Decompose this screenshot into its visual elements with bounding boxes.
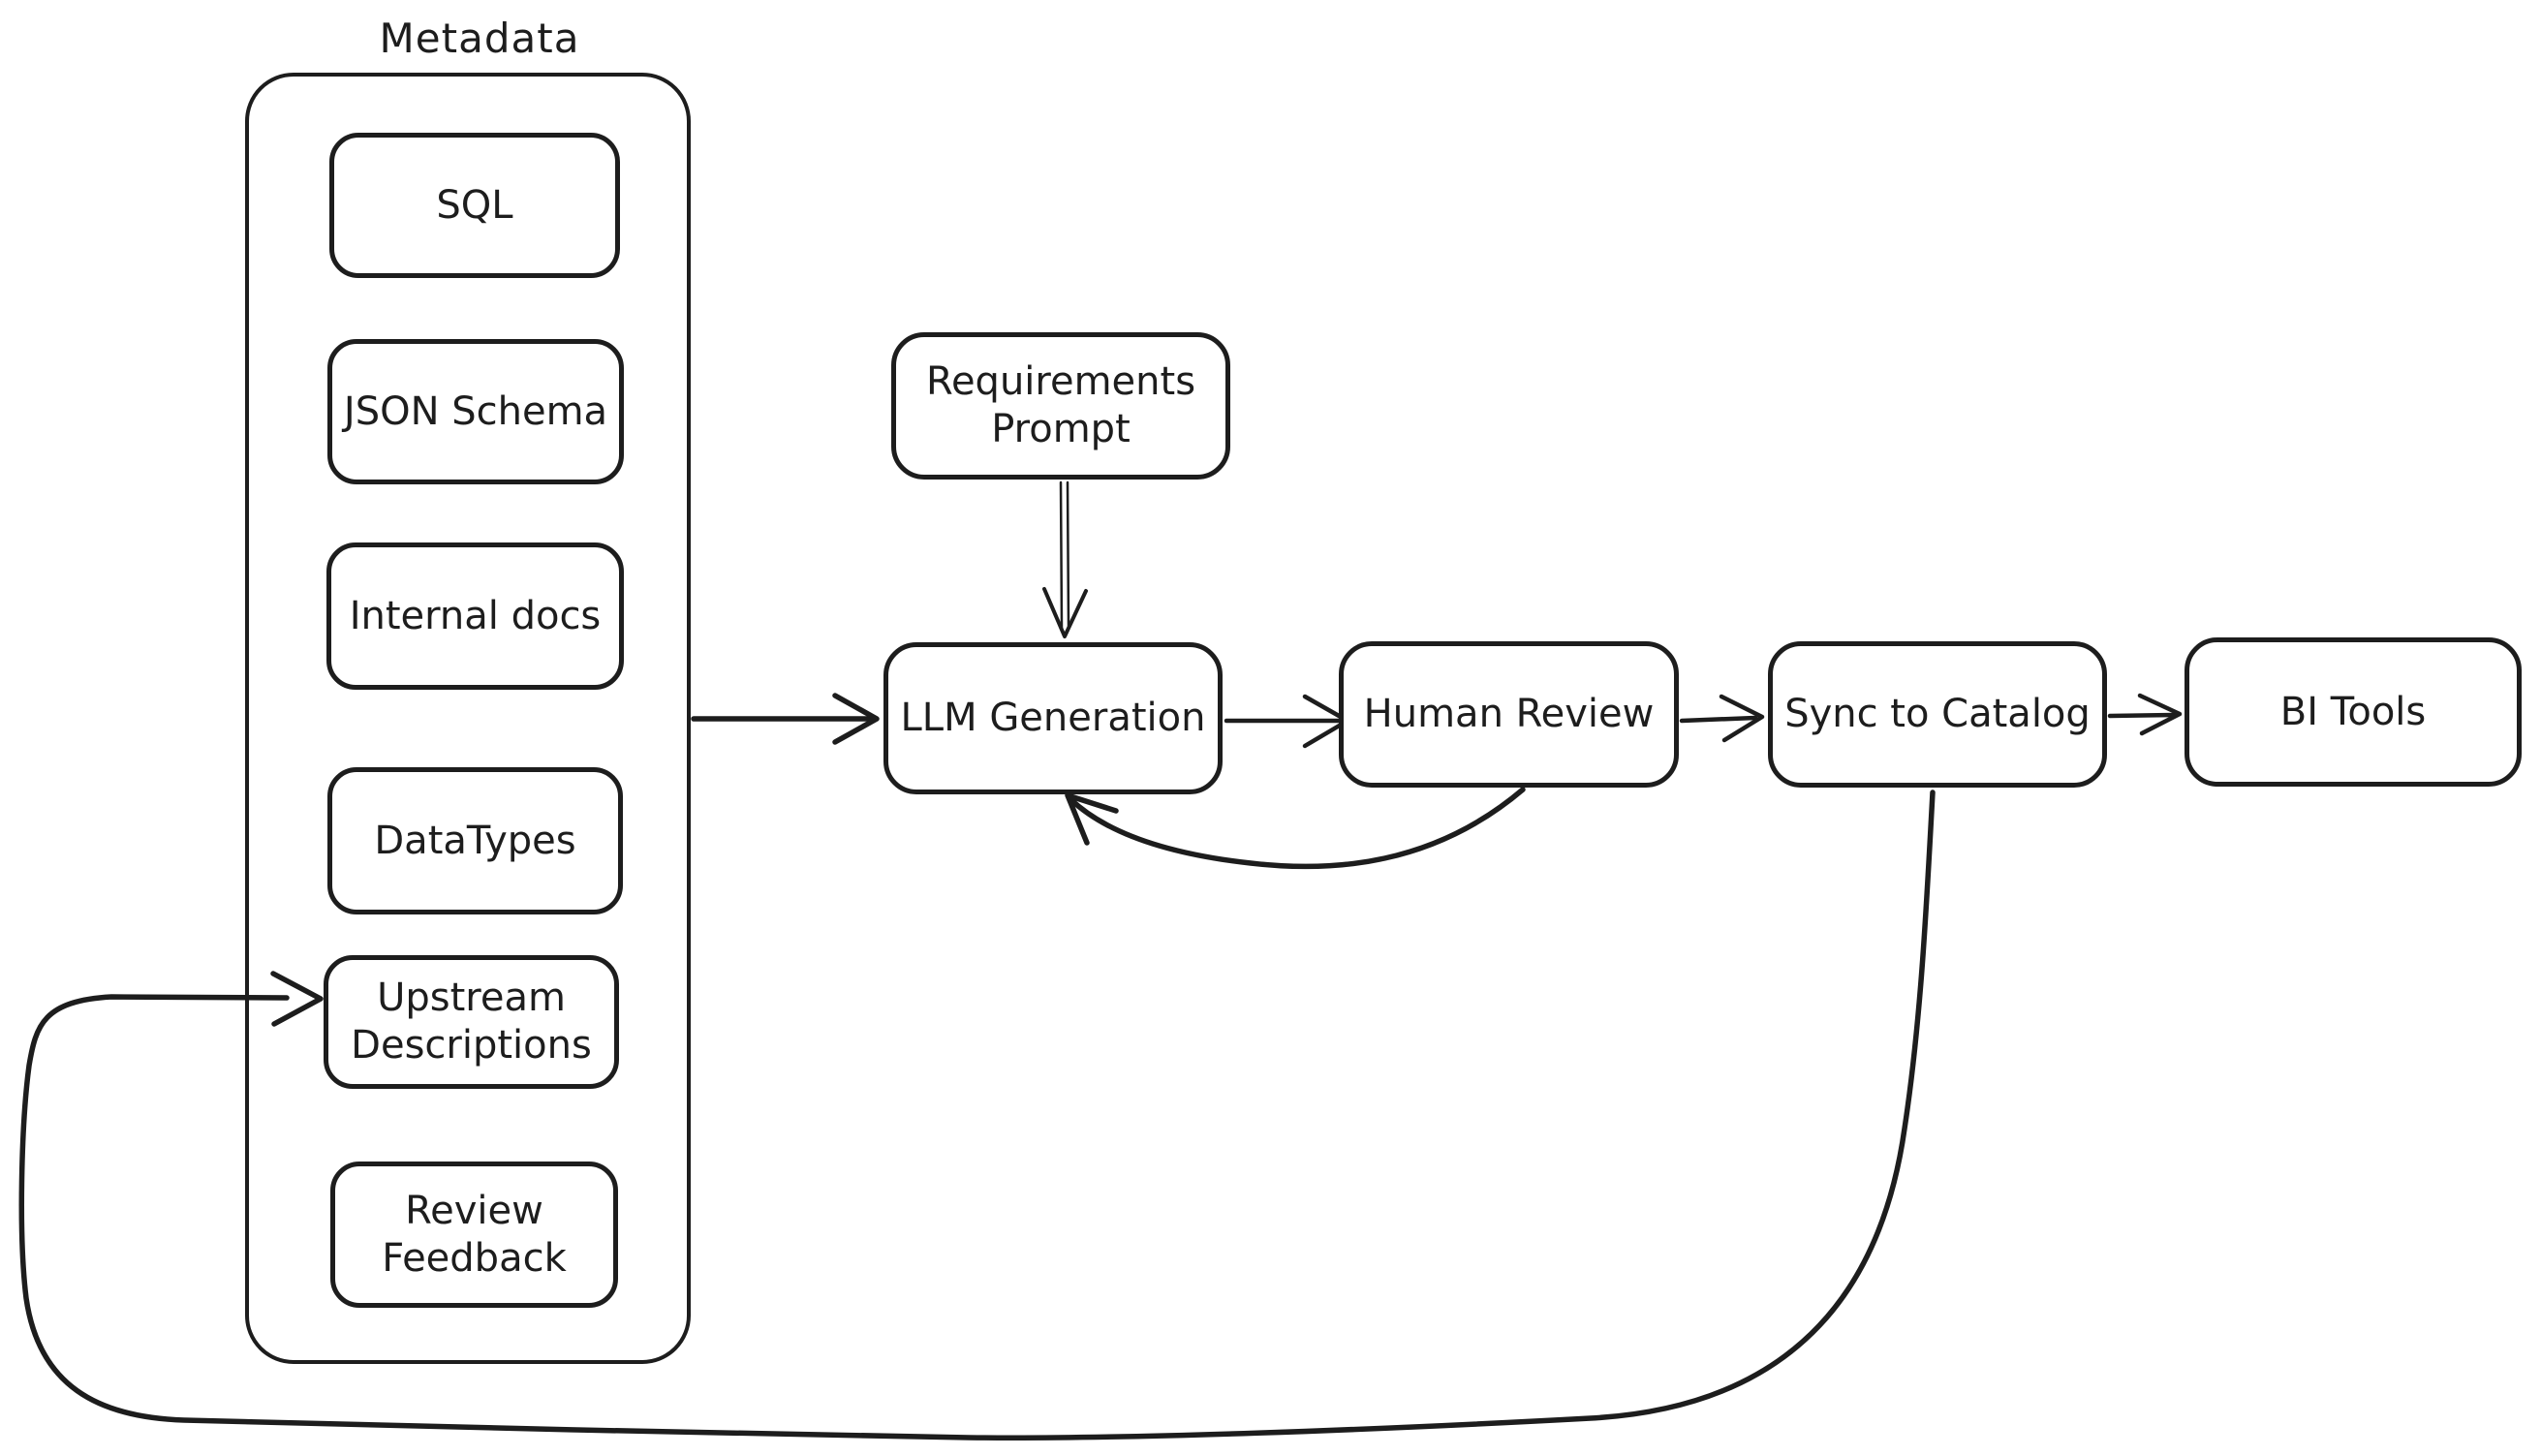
node-label: Human Review xyxy=(1363,692,1655,737)
edge-metadata-to-llm-generation[interactable] xyxy=(691,693,880,745)
edge-sync-to-catalog-to-bi-tools[interactable] xyxy=(2107,693,2183,736)
edge-human-review-to-llm-generation-feedback[interactable] xyxy=(1065,787,1526,870)
edge-sync-to-catalog-to-upstream-descriptions-feedback[interactable] xyxy=(18,790,1936,1441)
node-internal-docs[interactable]: Internal docs xyxy=(326,542,624,690)
node-upstream-descriptions[interactable]: Upstream Descriptions xyxy=(324,955,619,1089)
node-label: BI Tools xyxy=(2279,689,2427,734)
node-label: Upstream Descriptions xyxy=(351,976,592,1068)
node-label: SQL xyxy=(436,182,513,228)
node-label: Sync to Catalog xyxy=(1784,692,2091,737)
node-review-feedback[interactable]: Review Feedback xyxy=(330,1162,618,1308)
node-sql[interactable]: SQL xyxy=(329,133,620,278)
node-llm-generation[interactable]: LLM Generation xyxy=(883,642,1223,794)
node-label: DataTypes xyxy=(374,818,576,863)
node-label: Review Feedback xyxy=(382,1188,567,1281)
edge-human-review-to-sync-to-catalog[interactable] xyxy=(1679,694,1765,743)
edge-llm-generation-to-human-review[interactable] xyxy=(1224,694,1350,749)
node-datatypes[interactable]: DataTypes xyxy=(327,767,623,914)
node-label: JSON Schema xyxy=(343,388,608,434)
edge-requirements-prompt-to-llm-generation[interactable] xyxy=(1042,480,1088,638)
node-metadata-group[interactable] xyxy=(245,73,691,1364)
node-label: Requirements Prompt xyxy=(925,359,1196,451)
node-bi-tools[interactable]: BI Tools xyxy=(2185,637,2522,787)
metadata-group-title: Metadata xyxy=(379,15,580,62)
node-label: LLM Generation xyxy=(900,696,1206,741)
node-requirements-prompt[interactable]: Requirements Prompt xyxy=(891,332,1230,480)
node-sync-to-catalog[interactable]: Sync to Catalog xyxy=(1768,641,2107,788)
node-json-schema[interactable]: JSON Schema xyxy=(327,339,624,484)
node-human-review[interactable]: Human Review xyxy=(1339,641,1679,788)
node-label: Internal docs xyxy=(349,593,602,638)
